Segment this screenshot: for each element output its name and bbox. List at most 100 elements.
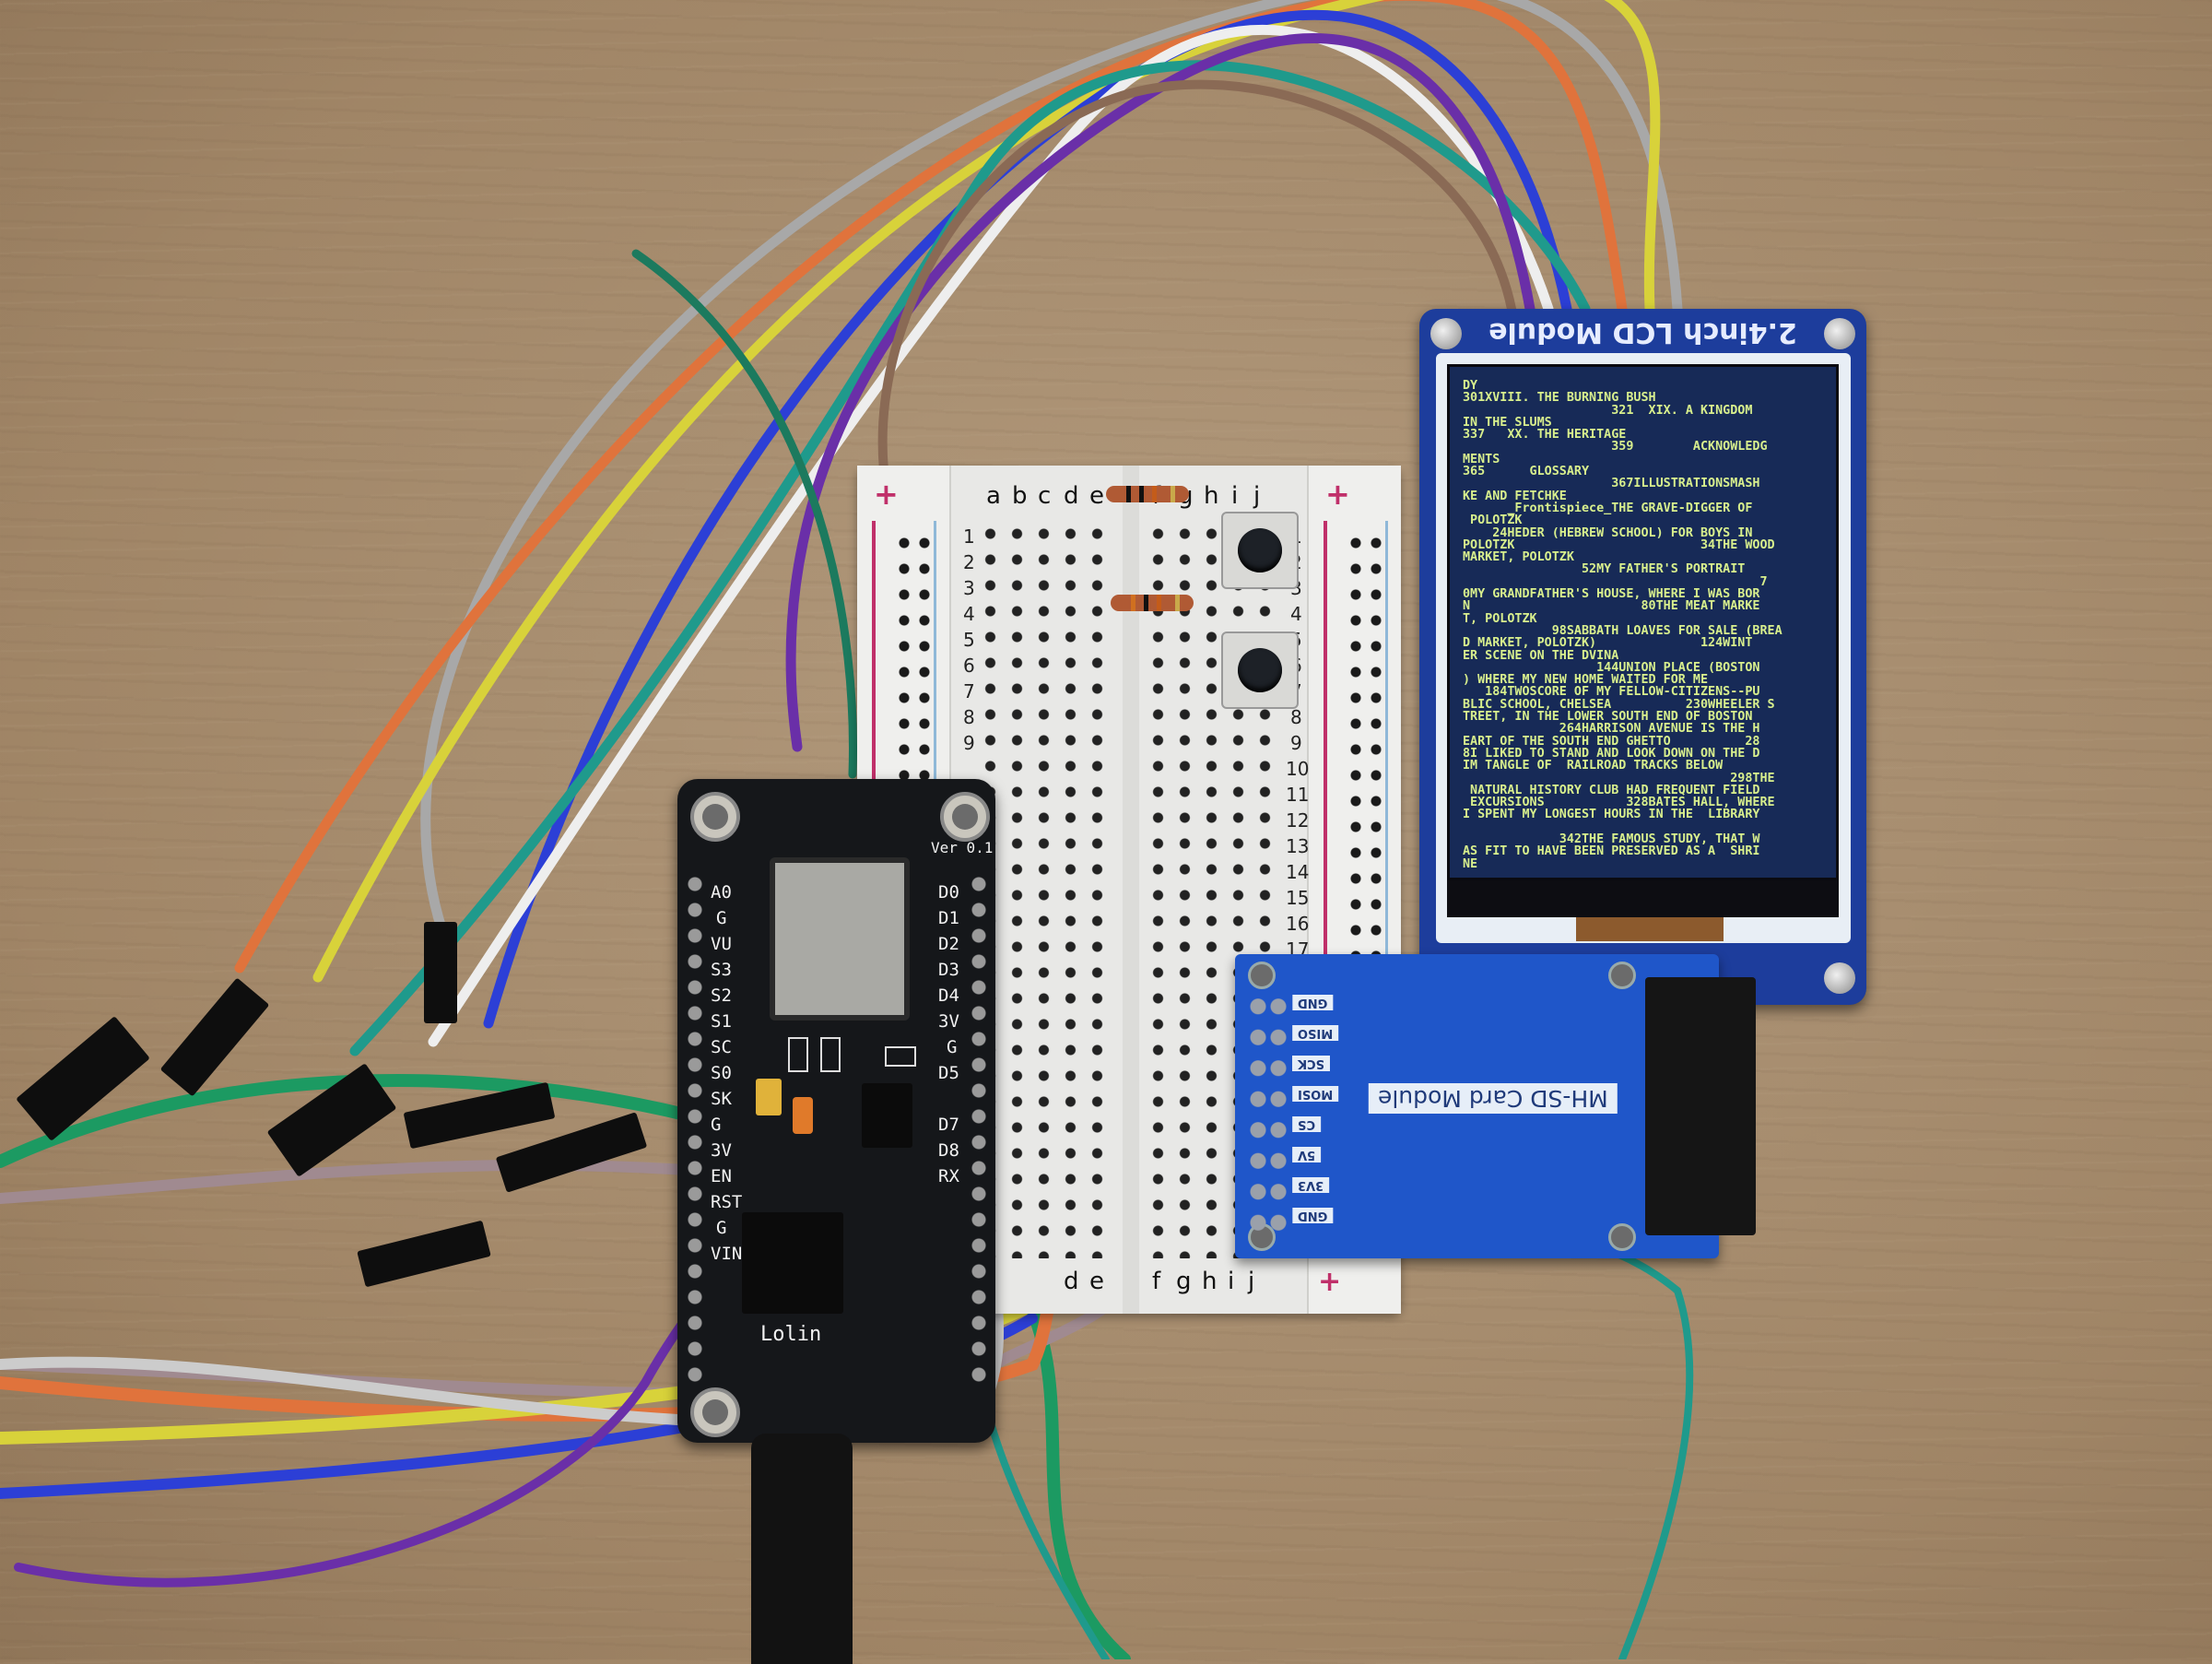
lcd-flex-cable <box>1576 917 1724 941</box>
tantalum-capacitor <box>756 1079 782 1115</box>
mounting-hole <box>940 792 990 842</box>
mounting-hole <box>1608 962 1636 989</box>
rail-plus-symbol: + <box>1325 477 1350 512</box>
row-number: 7 <box>963 680 975 702</box>
sd-pin-label: GND <box>1292 995 1334 1010</box>
pin-label: 3V <box>938 1011 959 1032</box>
screw <box>1824 318 1855 349</box>
pin-label: D3 <box>938 960 959 980</box>
row-number: 2 <box>963 551 975 573</box>
smd-component <box>885 1046 916 1067</box>
pin-label: D2 <box>938 934 959 954</box>
push-button-2[interactable] <box>1221 631 1299 709</box>
brand-label: Lolin <box>760 1323 822 1346</box>
dupont-connector <box>403 1081 556 1150</box>
dupont-connector <box>424 922 457 1023</box>
row-number: 8 <box>963 706 975 728</box>
sd-pin-label: MOSI <box>1292 1086 1339 1102</box>
sd-card-module: GND MISO SCK MOSI CS 5V 3V3 GND MH-SD Ca… <box>1235 954 1756 1258</box>
mounting-hole <box>1248 962 1276 989</box>
screw <box>1430 318 1462 349</box>
pin-label: SK <box>711 1089 732 1109</box>
pin-label: D0 <box>938 882 959 903</box>
column-letter: d <box>1064 482 1079 510</box>
column-letter: j <box>1248 1268 1255 1295</box>
column-letter: j <box>1253 482 1261 510</box>
pin-label: SC <box>711 1037 732 1057</box>
pin-header-left <box>687 871 703 1387</box>
row-number: 10 <box>1286 758 1310 780</box>
column-letter: e <box>1089 1268 1104 1295</box>
dupont-connector <box>159 977 270 1097</box>
pin-label: EN <box>711 1166 732 1186</box>
pin-label: VIN <box>711 1244 743 1264</box>
mounting-hole <box>1608 1223 1636 1251</box>
pin-label: G <box>716 1218 727 1238</box>
column-letter: f <box>1152 1268 1161 1295</box>
row-number: 4 <box>963 603 975 625</box>
pin-label: S2 <box>711 985 732 1006</box>
dupont-connector <box>16 1016 150 1141</box>
column-letter: i <box>1228 1268 1235 1295</box>
dupont-connector <box>357 1220 491 1288</box>
sd-card-slot[interactable] <box>1645 977 1756 1235</box>
column-letter: g <box>1176 1268 1192 1295</box>
pin-label: G <box>716 908 727 928</box>
row-number: 14 <box>1286 861 1310 883</box>
rail-plus-symbol: + <box>874 477 899 512</box>
sd-pin-header <box>1248 991 1288 1240</box>
pin-label: D7 <box>938 1115 959 1135</box>
pin-label: VU <box>711 934 732 954</box>
column-letter: h <box>1204 482 1219 510</box>
row-number: 9 <box>963 732 975 754</box>
usb-serial-chip <box>742 1212 843 1314</box>
sd-module-title: MH-SD Card Module <box>1369 1083 1618 1114</box>
esp8266-module <box>770 857 910 1021</box>
row-number: 16 <box>1286 913 1310 935</box>
sd-pin-label: MISO <box>1292 1025 1339 1041</box>
hole-grid-left <box>977 521 1115 1258</box>
version-label: Ver 0.1 <box>931 839 994 856</box>
screw <box>1824 962 1855 994</box>
pin-label: D5 <box>938 1063 959 1083</box>
sd-pin-label: CS <box>1292 1116 1322 1132</box>
pin-label: G <box>711 1115 722 1135</box>
pin-label: S3 <box>711 960 732 980</box>
voltage-regulator <box>862 1083 912 1148</box>
pin-label: 3V <box>711 1140 732 1161</box>
pin-header-right <box>971 871 987 1387</box>
sd-pin-label: SCK <box>1292 1056 1330 1071</box>
push-button-1[interactable] <box>1221 512 1299 589</box>
rail-plus-symbol: + <box>1318 1266 1342 1298</box>
row-number: 6 <box>963 655 975 677</box>
pin-label: S1 <box>711 1011 732 1032</box>
pin-label: A0 <box>711 882 732 903</box>
row-number: 5 <box>963 629 975 651</box>
pin-label: S0 <box>711 1063 732 1083</box>
column-letter: b <box>1012 482 1028 510</box>
row-number: 11 <box>1286 784 1310 806</box>
lcd-glass-edge <box>1447 880 1839 917</box>
capacitor <box>793 1097 813 1134</box>
row-number: 13 <box>1286 835 1310 857</box>
pin-label: D1 <box>938 908 959 928</box>
pin-label: D4 <box>938 985 959 1006</box>
nodemcu-board: Ver 0.1 A0 G VU S3 S2 S1 SC S0 SK G 3V E… <box>677 779 995 1443</box>
row-number: 4 <box>1290 603 1302 625</box>
row-number: 1 <box>963 525 975 548</box>
row-number: 15 <box>1286 887 1310 909</box>
column-letter: a <box>986 482 1001 510</box>
mounting-hole <box>690 1387 740 1437</box>
smd-component <box>788 1037 808 1072</box>
usb-cable <box>751 1434 853 1664</box>
column-letter: e <box>1089 482 1104 510</box>
sd-pin-label: 5V <box>1292 1147 1322 1162</box>
smd-component <box>820 1037 841 1072</box>
dupont-connector <box>266 1063 397 1177</box>
row-number: 8 <box>1290 706 1302 728</box>
pin-label: D8 <box>938 1140 959 1161</box>
lcd-screen: DY 301XVIII. THE BURNING BUSH 321 XIX. A… <box>1447 364 1839 880</box>
center-trench <box>1123 466 1139 1314</box>
row-number: 3 <box>963 577 975 599</box>
row-number: 12 <box>1286 809 1310 832</box>
